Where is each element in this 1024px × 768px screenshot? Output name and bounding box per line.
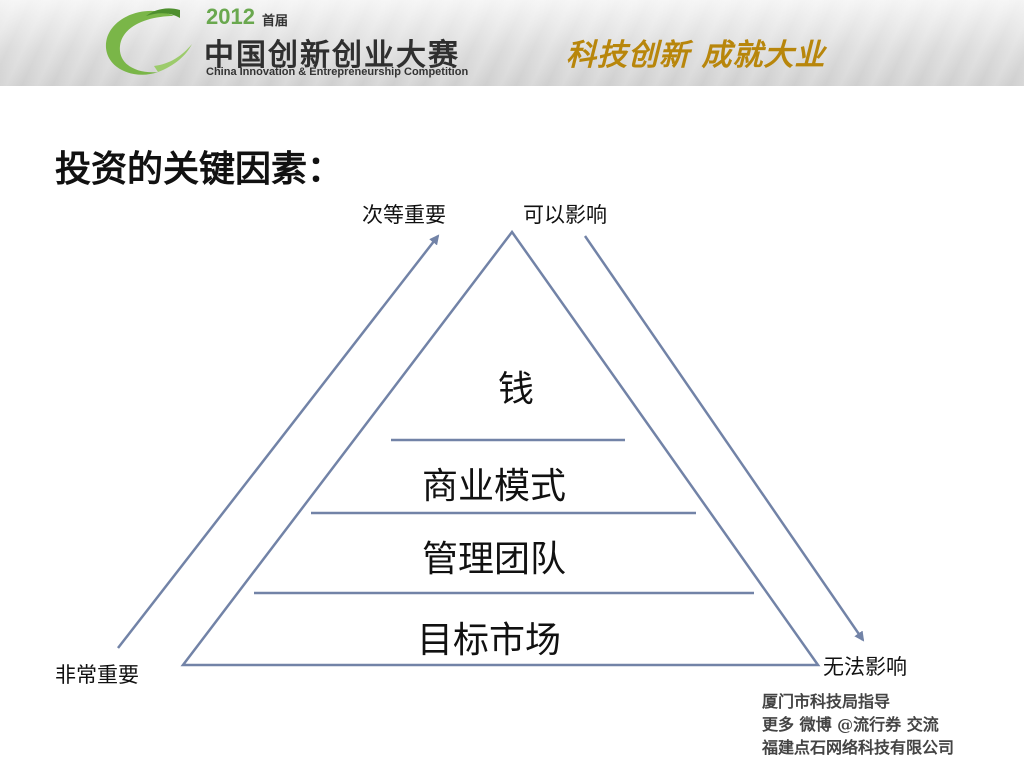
footer-line: 更多 微博 @流行券 交流 (762, 715, 939, 734)
top-right-label: 可以影响 (523, 203, 607, 227)
banner-slogan: 科技创新 成就大业 (566, 38, 826, 73)
banner-year: 2012 (206, 4, 255, 29)
banner-subtitle: China Innovation & Entrepreneurship Comp… (206, 66, 469, 78)
footer-line: 厦门市科技局指导 (762, 692, 891, 711)
bottom-left-label: 非常重要 (55, 663, 139, 687)
pyramid-triangle (180, 229, 821, 667)
influence-arrow (583, 235, 865, 642)
importance-arrow (117, 234, 440, 649)
green-c-swoosh-logo-icon (105, 8, 192, 75)
banner-edition: 首届 (262, 14, 289, 29)
layer-money: 钱 (498, 369, 535, 410)
bottom-right-label: 无法影响 (823, 655, 907, 679)
layer-management-team: 管理团队 (422, 539, 567, 580)
page-title: 投资的关键因素： (55, 149, 344, 190)
banner-title: 中国创新创业大赛 (204, 38, 460, 73)
banner-background (0, 0, 1024, 86)
footer-line: 福建点石网络科技有限公司 (762, 738, 955, 757)
top-left-label: 次等重要 (362, 203, 446, 227)
layer-target-market: 目标市场 (417, 620, 562, 661)
header-banner: 2012 首届 中国创新创业大赛 China Innovation & Entr… (0, 0, 1024, 86)
footer-credits: 厦门市科技局指导 更多 微博 @流行券 交流 福建点石网络科技有限公司 (762, 690, 954, 759)
layer-business-model: 商业模式 (422, 466, 567, 507)
